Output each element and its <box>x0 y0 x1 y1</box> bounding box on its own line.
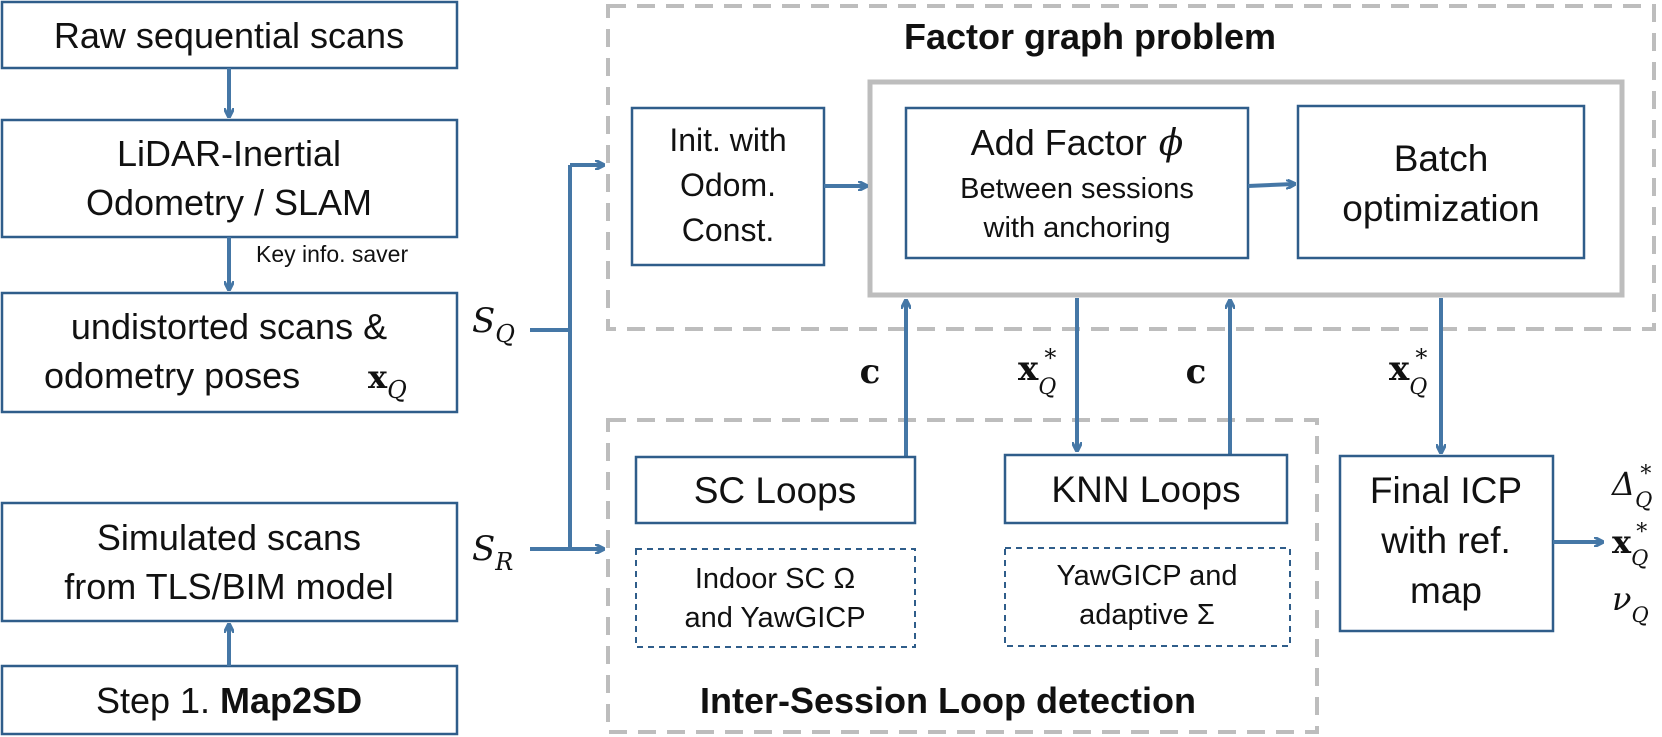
knn-desc-line1: YawGICP and <box>1056 560 1237 592</box>
raw-scans-label: Raw sequential scans <box>54 15 404 56</box>
final-icp-line2: with ref. <box>1380 520 1511 561</box>
knn-desc-line2: adaptive Σ <box>1079 599 1215 631</box>
simulated-label-line1: Simulated scans <box>97 517 361 558</box>
simulated-label-line2: from TLS/BIM model <box>64 566 393 607</box>
init-odom-box <box>630 106 826 267</box>
batch-optimization-box <box>1296 104 1586 260</box>
c-symbol-right: c <box>1186 352 1207 392</box>
xq-symbol: xQ <box>368 358 407 404</box>
final-icp-line3: map <box>1410 570 1482 611</box>
key-info-label: Key info. saver <box>256 241 408 267</box>
sc-desc-line2: and YawGICP <box>684 602 865 634</box>
lio-label-line2: Odometry / SLAM <box>86 182 372 223</box>
sc-desc-line1: Indoor SC Ω <box>695 563 855 595</box>
simulated-box <box>0 501 459 623</box>
optimization-inner-group <box>867 79 1625 298</box>
final-icp-line1: Final ICP <box>1370 470 1522 511</box>
xq-star-symbol-right: xQ* <box>1389 344 1427 400</box>
sr-symbol: SR <box>472 529 513 576</box>
xq-star-symbol-mid: xQ* <box>1018 344 1056 400</box>
arrow-factor-to-batch <box>1247 184 1294 186</box>
delta-q-star-symbol: ΔQ* <box>1610 462 1652 512</box>
sc-desc-box <box>635 548 916 648</box>
batch-label-line1: Batch <box>1394 138 1489 179</box>
add-factor-box <box>904 106 1250 260</box>
loop-detection-title: Inter-Session Loop detection <box>700 680 1196 721</box>
knn-loops-box <box>1003 453 1289 525</box>
step1-box <box>0 664 459 736</box>
final-icp-box <box>1338 454 1555 633</box>
xq-star-symbol-output: xQ* <box>1612 520 1648 570</box>
sc-loops-label: SC Loops <box>694 470 857 511</box>
knn-loops-label: KNN Loops <box>1051 469 1240 510</box>
between-label-line1: Between sessions <box>960 173 1194 205</box>
undistorted-box <box>0 291 459 414</box>
sq-symbol: SQ <box>472 301 515 348</box>
between-label-line2: with anchoring <box>983 212 1171 244</box>
factor-graph-group <box>606 4 1656 331</box>
lio-label-line1: LiDAR-Inertial <box>117 133 341 174</box>
knn-desc-box <box>1004 547 1291 647</box>
factor-graph-title: Factor graph problem <box>904 16 1276 57</box>
sc-loops-box <box>634 455 917 525</box>
nu-q-symbol: νQ <box>1612 580 1649 627</box>
raw-scans-box <box>0 0 459 70</box>
batch-label-line2: optimization <box>1342 188 1539 229</box>
init-label-line2: Odom. <box>680 167 776 203</box>
init-label-line1: Init. with <box>669 122 786 158</box>
step1-label: Step 1.Map2SD <box>96 680 362 721</box>
undistorted-label-line2: odometry poses <box>44 355 300 396</box>
c-symbol-left: c <box>860 352 881 392</box>
undistorted-label-line1: undistorted scans & <box>71 306 387 347</box>
lio-box <box>0 118 459 239</box>
init-label-line3: Const. <box>682 212 774 248</box>
loop-detection-group <box>606 418 1319 734</box>
